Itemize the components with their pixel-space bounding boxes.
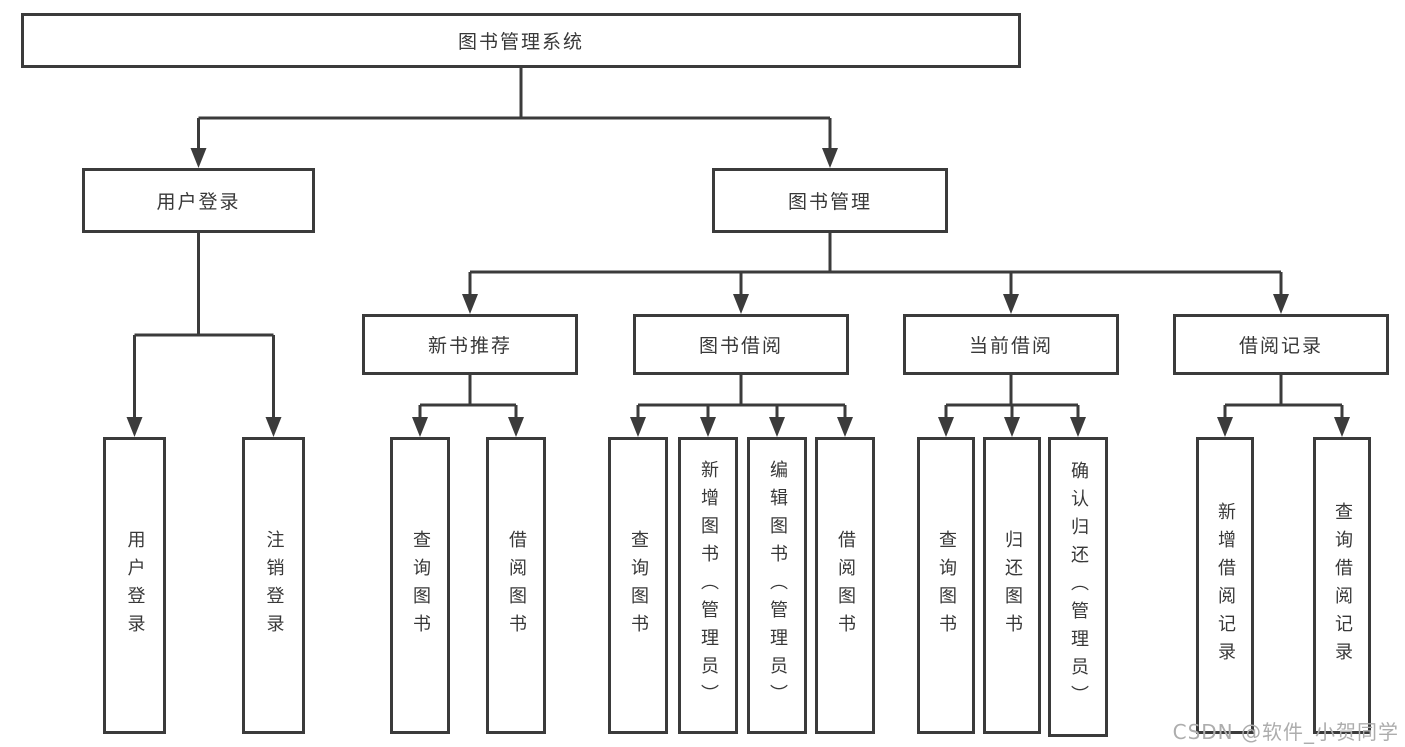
arrowhead-down-icon bbox=[837, 417, 853, 437]
leaf-borrow-add-books-admin: 新增图书（管理员） bbox=[678, 437, 738, 734]
arrowhead-down-icon bbox=[1217, 417, 1233, 437]
leaf-newbook-borrow-books: 借阅图书 bbox=[486, 437, 546, 734]
connector-stems bbox=[133, 68, 1344, 421]
arrowhead-down-icon bbox=[412, 417, 428, 437]
leaf-borrow-query-books: 查询图书 bbox=[608, 437, 668, 734]
arrowheads bbox=[126, 148, 1350, 437]
arrowhead-down-icon bbox=[190, 148, 207, 168]
node-current-borrow: 当前借阅 bbox=[903, 314, 1119, 375]
leaf-user-login: 用户登录 bbox=[103, 437, 166, 734]
leaf-newbook-query-books: 查询图书 bbox=[390, 437, 450, 734]
node-book-management-branch: 图书管理 bbox=[712, 168, 948, 233]
leaf-current-confirm-return-admin: 确认归还（管理员） bbox=[1048, 437, 1108, 737]
connector-login-children bbox=[133, 233, 275, 421]
arrowhead-down-icon bbox=[700, 417, 716, 437]
arrowhead-down-icon bbox=[769, 417, 785, 437]
arrowhead-down-icon bbox=[508, 417, 524, 437]
arrowhead-down-icon bbox=[733, 294, 749, 314]
arrowhead-down-icon bbox=[630, 417, 646, 437]
leaf-borrow-borrow-books: 借阅图书 bbox=[815, 437, 875, 734]
node-borrow-record: 借阅记录 bbox=[1173, 314, 1389, 375]
connector-newbook-children bbox=[418, 374, 518, 421]
node-book-borrow: 图书借阅 bbox=[633, 314, 849, 375]
node-new-book-recommend: 新书推荐 bbox=[362, 314, 578, 375]
leaf-logout: 注销登录 bbox=[242, 437, 305, 734]
arrowhead-down-icon bbox=[822, 148, 838, 168]
leaf-record-add-record: 新增借阅记录 bbox=[1196, 437, 1254, 734]
connector-root-to-level2 bbox=[197, 68, 832, 152]
leaf-current-return-books: 归还图书 bbox=[983, 437, 1041, 734]
connector-current-children bbox=[944, 374, 1080, 421]
arrowhead-down-icon bbox=[938, 417, 954, 437]
node-user-login-branch: 用户登录 bbox=[82, 168, 315, 233]
arrowhead-down-icon bbox=[1070, 417, 1086, 437]
arrowhead-down-icon bbox=[462, 294, 478, 314]
csdn-watermark: CSDN @软件_小贺同学 bbox=[1172, 720, 1399, 744]
connector-borrow-children bbox=[636, 374, 847, 421]
arrowhead-down-icon bbox=[1273, 294, 1289, 314]
node-root-system: 图书管理系统 bbox=[21, 13, 1021, 68]
arrowhead-down-icon bbox=[265, 417, 282, 437]
leaf-record-query-record: 查询借阅记录 bbox=[1313, 437, 1371, 734]
leaf-borrow-edit-books-admin: 编辑图书（管理员） bbox=[747, 437, 807, 734]
arrowhead-down-icon bbox=[1004, 417, 1020, 437]
arrowhead-down-icon bbox=[126, 417, 143, 437]
arrowhead-down-icon bbox=[1003, 294, 1019, 314]
arrowhead-down-icon bbox=[1334, 417, 1350, 437]
leaf-current-query-books: 查询图书 bbox=[917, 437, 975, 734]
connector-management-sections bbox=[468, 233, 1283, 298]
connector-record-children bbox=[1223, 374, 1344, 421]
